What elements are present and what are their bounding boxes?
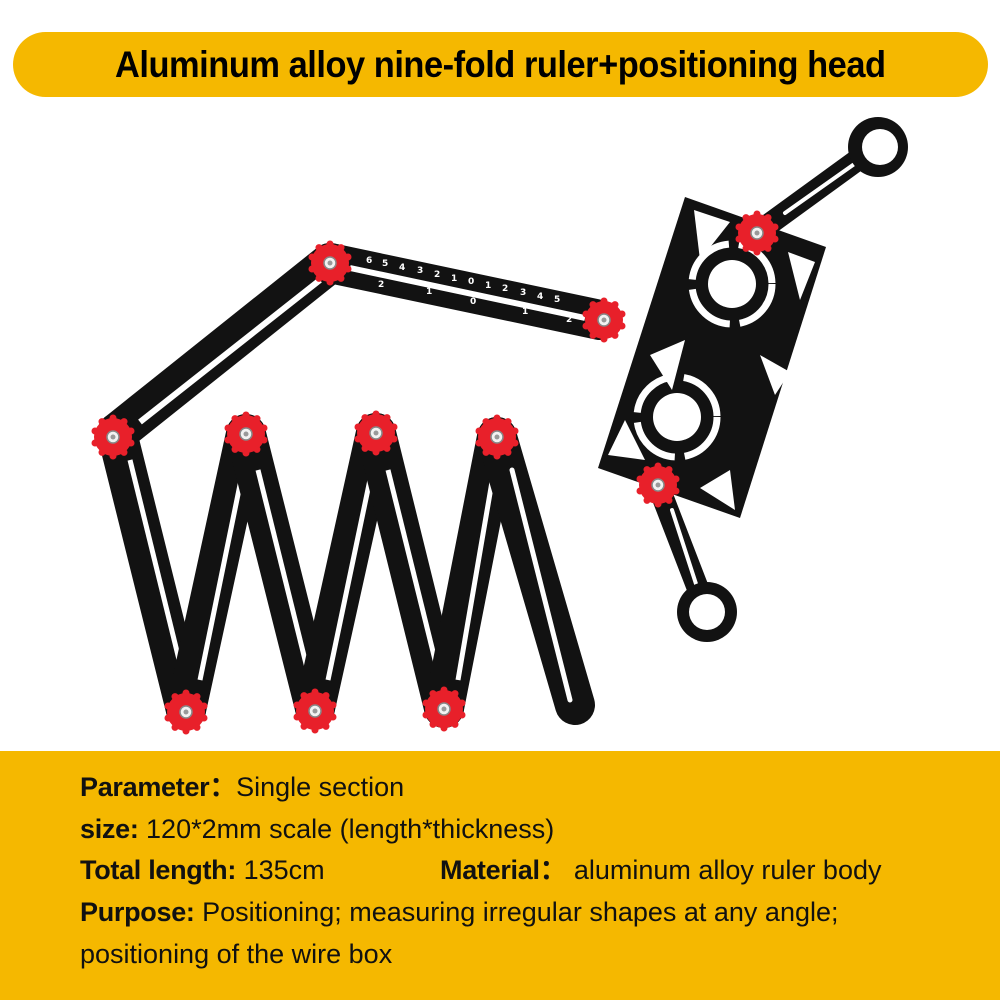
- svg-text:2: 2: [378, 280, 384, 290]
- svg-text:1: 1: [426, 287, 432, 297]
- svg-text:6: 6: [366, 256, 372, 266]
- svg-text:3: 3: [417, 266, 423, 276]
- spec-purpose: Purpose: Positioning; measuring irregula…: [80, 896, 839, 928]
- spec-value: Positioning; measuring irregular shapes …: [194, 897, 839, 927]
- page-title: Aluminum alloy nine-fold ruler+positioni…: [115, 43, 886, 85]
- spec-value: positioning of the wire box: [80, 939, 393, 969]
- spec-value: Single section: [236, 772, 405, 802]
- spec-material: Material： aluminum alloy ruler body: [440, 854, 881, 886]
- svg-text:0: 0: [468, 277, 474, 287]
- spec-size: size: 120*2mm scale (length*thickness): [80, 813, 554, 845]
- positioning-head: [598, 117, 908, 642]
- svg-text:0: 0: [470, 297, 476, 307]
- spec-value: 120*2mm scale (length*thickness): [138, 814, 555, 844]
- svg-text:3: 3: [520, 288, 526, 298]
- spec-parameter: Parameter：Single section: [80, 771, 404, 803]
- svg-text:2: 2: [566, 315, 572, 325]
- svg-text:1: 1: [485, 281, 491, 291]
- svg-text:5: 5: [554, 295, 560, 305]
- spec-label: Purpose:: [80, 897, 195, 927]
- spec-label: size:: [80, 814, 139, 844]
- spec-value: aluminum alloy ruler body: [566, 855, 882, 885]
- spec-label: Total length:: [80, 855, 237, 885]
- spec-panel: Parameter：Single section size: 120*2mm s…: [0, 751, 1000, 1000]
- svg-text:4: 4: [399, 263, 405, 273]
- svg-text:1: 1: [522, 307, 528, 317]
- svg-text:4: 4: [537, 292, 543, 302]
- spec-label: Parameter：: [80, 772, 237, 802]
- spec-purpose-continuation: positioning of the wire box: [80, 938, 392, 970]
- svg-text:2: 2: [502, 284, 508, 294]
- svg-text:1: 1: [451, 274, 457, 284]
- svg-text:2: 2: [434, 270, 440, 280]
- svg-text:5: 5: [382, 259, 388, 269]
- spec-value: 135cm: [236, 855, 325, 885]
- spec-length-material-row: Total length: 135cm Material： aluminum a…: [80, 854, 980, 886]
- title-banner: Aluminum alloy nine-fold ruler+positioni…: [13, 32, 988, 97]
- spec-label: Material：: [440, 855, 567, 885]
